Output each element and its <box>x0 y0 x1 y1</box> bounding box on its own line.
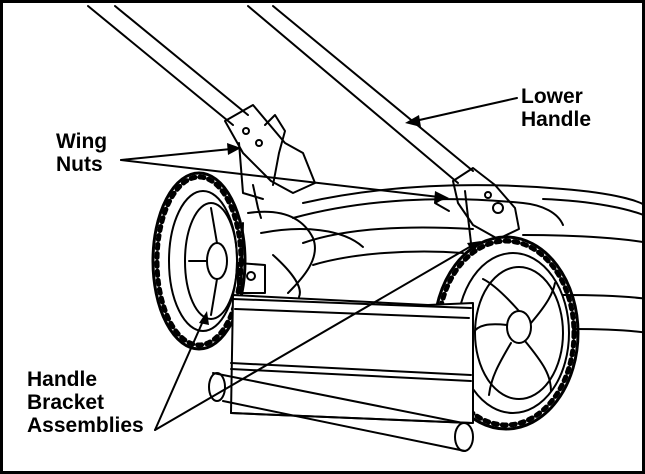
rear-roller <box>208 372 474 452</box>
arrowheads <box>199 115 481 325</box>
label-wing-nuts: Wing Nuts <box>56 130 108 176</box>
label-lower-handle: Lower Handle <box>521 85 592 131</box>
mower-deck <box>292 184 642 334</box>
left-wheel <box>151 171 247 351</box>
label-handle-bracket-assemblies: Handle Bracket Assemblies <box>27 368 144 437</box>
right-bracket-assembly <box>434 167 520 244</box>
left-handle-tube <box>87 5 249 126</box>
leader-lines <box>120 97 518 431</box>
rear-flap <box>230 294 474 424</box>
mower-illustration <box>87 5 642 452</box>
right-handle-tube <box>247 5 474 184</box>
rear-housing <box>240 210 364 298</box>
